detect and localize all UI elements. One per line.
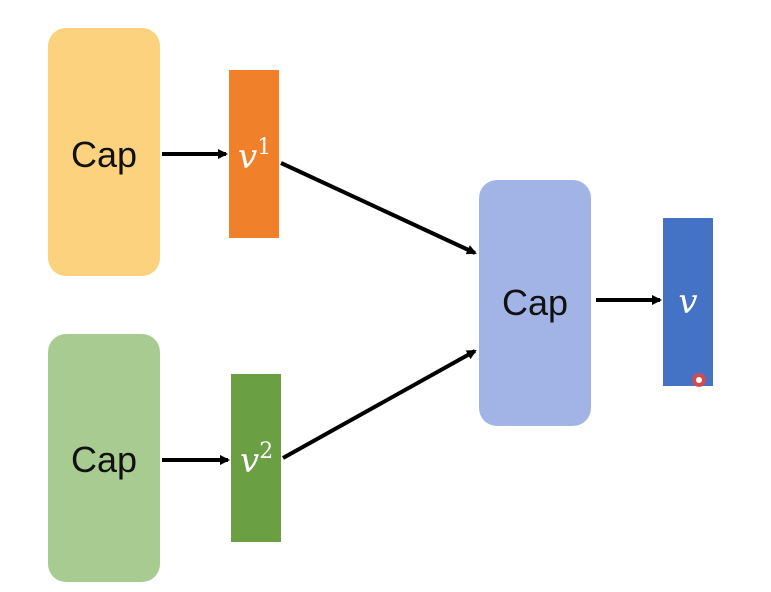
vec-v1-label: v1 — [238, 135, 271, 177]
cap-bottom-box — [48, 334, 160, 582]
arrow-v1-to-cap-right — [280, 161, 477, 255]
cap-top-node: Cap — [48, 28, 160, 276]
cap-right-node: Cap — [479, 180, 591, 426]
cap-right-box — [479, 180, 591, 426]
vec-v-label: v — [678, 282, 697, 322]
vec-v-node: v — [663, 218, 713, 386]
cursor-dot — [696, 377, 702, 383]
cap-bottom-node: Cap — [48, 334, 160, 582]
vec-v1-node: v1 — [229, 70, 279, 238]
vec-v2-node: v2 — [231, 374, 281, 542]
vec-v1-box — [229, 70, 279, 238]
vec-v2-label: v2 — [240, 439, 273, 481]
cursor-indicator — [692, 373, 706, 387]
cap-right-label: Cap — [502, 282, 568, 323]
vec-v-box — [663, 218, 713, 386]
arrow-v2-to-cap-right — [282, 349, 477, 460]
cap-bottom-label: Cap — [71, 439, 137, 480]
vec-v2-box — [231, 374, 281, 542]
cap-top-box — [48, 28, 160, 276]
cap-top-label: Cap — [71, 134, 137, 175]
